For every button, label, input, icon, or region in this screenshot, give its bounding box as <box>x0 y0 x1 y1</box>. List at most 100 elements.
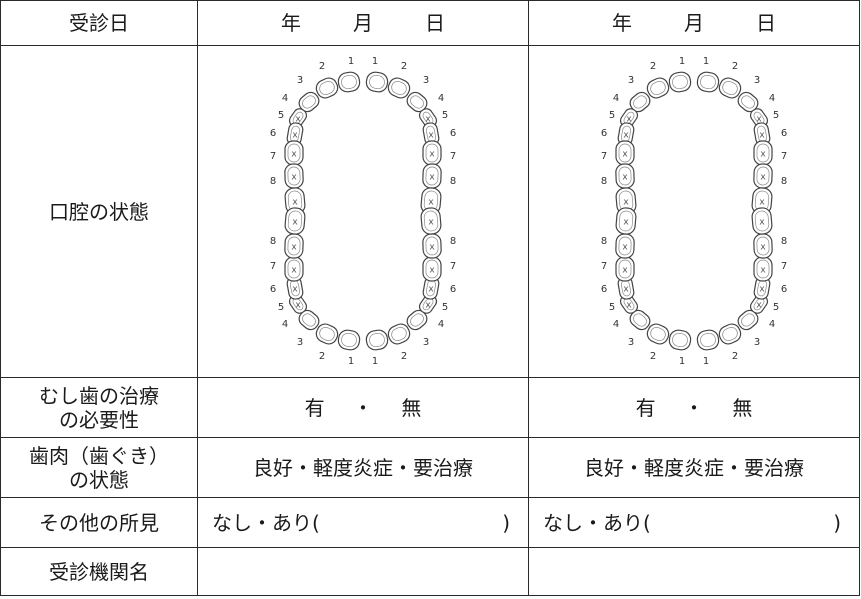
svg-text:x: x <box>622 149 628 159</box>
tooth-number-label: 4 <box>613 93 619 104</box>
option-yes[interactable]: 有 <box>635 395 656 420</box>
upper-right-tooth-6[interactable]: x <box>422 139 442 166</box>
upper-left-tooth-5[interactable]: x <box>286 121 304 146</box>
upper-left-tooth-3[interactable] <box>627 89 653 114</box>
upper-right-tooth-7[interactable]: x <box>753 162 773 189</box>
option-no[interactable]: 無 <box>732 395 753 420</box>
tooth-number-label: 6 <box>781 128 787 139</box>
upper-left-tooth-6[interactable]: x <box>284 139 304 166</box>
tooth-number-label: 8 <box>781 236 787 247</box>
svg-text:x: x <box>292 197 298 207</box>
lower-left-tooth-2[interactable] <box>314 321 341 346</box>
lower-left-tooth-3[interactable] <box>296 307 322 332</box>
tooth-number-label: 5 <box>609 302 615 313</box>
option-no[interactable]: 無 <box>401 395 422 420</box>
upper-left-tooth-2[interactable] <box>645 75 672 100</box>
lower-right-tooth-7[interactable]: x <box>422 232 442 259</box>
tooth-number-label: 6 <box>781 284 787 295</box>
lower-right-tooth-5[interactable]: x <box>753 275 771 300</box>
upper-left-tooth-7[interactable]: x <box>615 162 635 189</box>
lower-left-tooth-8[interactable]: x <box>615 206 637 235</box>
tooth-number-label: 2 <box>732 351 738 362</box>
institution-field-2[interactable] <box>528 547 860 596</box>
label-other-findings: その他の所見 <box>0 497 198 548</box>
lower-left-tooth-5[interactable]: x <box>286 275 304 300</box>
lower-left-tooth-8[interactable]: x <box>284 206 306 235</box>
visit-date-field-2[interactable]: 年月日 <box>528 0 860 46</box>
tooth-number-label: 4 <box>769 319 775 330</box>
lower-right-tooth-2[interactable] <box>386 321 413 346</box>
lower-right-tooth-1[interactable] <box>365 328 389 350</box>
lower-left-tooth-3[interactable] <box>627 307 653 332</box>
lower-right-tooth-3[interactable] <box>404 307 430 332</box>
upper-left-tooth-1[interactable] <box>337 70 361 92</box>
upper-right-tooth-1[interactable] <box>696 70 720 92</box>
row-gums: 歯肉（歯ぐき） の状態 良好・軽度炎症・要治療 良好・軽度炎症・要治療 <box>0 437 860 498</box>
upper-left-tooth-7[interactable]: x <box>284 162 304 189</box>
caries-choice-2[interactable]: 有 ・ 無 <box>528 377 860 438</box>
lower-left-tooth-2[interactable] <box>645 321 672 346</box>
tooth-number-label: 6 <box>270 284 276 295</box>
institution-field-1[interactable] <box>197 547 529 596</box>
upper-right-tooth-6[interactable]: x <box>753 139 773 166</box>
upper-right-tooth-3[interactable] <box>404 89 430 114</box>
upper-right-tooth-2[interactable] <box>717 75 744 100</box>
lower-right-tooth-2[interactable] <box>717 321 744 346</box>
upper-left-tooth-6[interactable]: x <box>615 139 635 166</box>
tooth-number-label: 3 <box>754 337 760 348</box>
tooth-number-label: 4 <box>282 93 288 104</box>
tooth-number-label: 3 <box>628 337 634 348</box>
upper-right-tooth-7[interactable]: x <box>422 162 442 189</box>
gum-choice-1[interactable]: 良好・軽度炎症・要治療 <box>197 437 529 498</box>
lower-right-tooth-3[interactable] <box>735 307 761 332</box>
upper-left-tooth-2[interactable] <box>314 75 341 100</box>
lower-left-tooth-7[interactable]: x <box>284 232 304 259</box>
other-findings-field-2[interactable]: なし・あり( ) <box>528 497 860 548</box>
option-yes[interactable]: 有 <box>304 395 325 420</box>
other-findings-field-1[interactable]: なし・あり( ) <box>197 497 529 548</box>
label-gums: 歯肉（歯ぐき） の状態 <box>0 437 198 498</box>
tooth-number-label: 1 <box>372 356 378 367</box>
tooth-number-label: 1 <box>679 356 685 367</box>
svg-text:x: x <box>425 300 431 310</box>
upper-left-tooth-8[interactable]: x <box>284 186 306 215</box>
lower-left-tooth-6[interactable]: x <box>615 255 635 282</box>
lower-right-tooth-6[interactable]: x <box>422 255 442 282</box>
upper-right-tooth-1[interactable] <box>365 70 389 92</box>
svg-text:x: x <box>291 149 297 159</box>
lower-right-tooth-8[interactable]: x <box>751 206 773 235</box>
upper-right-tooth-3[interactable] <box>735 89 761 114</box>
tooth-number-label: 6 <box>601 284 607 295</box>
upper-left-tooth-1[interactable] <box>668 70 692 92</box>
upper-right-tooth-2[interactable] <box>386 75 413 100</box>
tooth-number-label: 6 <box>450 128 456 139</box>
tooth-number-label: 2 <box>319 351 325 362</box>
lower-right-tooth-8[interactable]: x <box>420 206 442 235</box>
lower-right-tooth-7[interactable]: x <box>753 232 773 259</box>
gum-choice-2[interactable]: 良好・軽度炎症・要治療 <box>528 437 860 498</box>
tooth-number-label: 5 <box>442 110 448 121</box>
lower-right-tooth-1[interactable] <box>696 328 720 350</box>
lower-left-tooth-7[interactable]: x <box>615 232 635 259</box>
tooth-number-label: 8 <box>270 236 276 247</box>
tooth-number-label: 8 <box>601 236 607 247</box>
lower-left-tooth-1[interactable] <box>668 328 692 350</box>
tooth-number-label: 5 <box>278 302 284 313</box>
svg-text:x: x <box>756 114 762 124</box>
upper-left-tooth-3[interactable] <box>296 89 322 114</box>
lower-left-tooth-6[interactable]: x <box>284 255 304 282</box>
row-visit-date: 受診日 年月日 年月日 <box>0 0 860 46</box>
upper-right-tooth-5[interactable]: x <box>422 121 440 146</box>
lower-left-tooth-1[interactable] <box>337 328 361 350</box>
visit-date-field-1[interactable]: 年月日 <box>197 0 529 46</box>
tooth-number-label: 1 <box>372 56 378 67</box>
lower-right-tooth-6[interactable]: x <box>753 255 773 282</box>
tooth-number-label: 7 <box>270 151 276 162</box>
svg-text:x: x <box>292 130 298 140</box>
svg-text:x: x <box>760 172 766 182</box>
findings-text: なし・あり( <box>212 510 320 535</box>
caries-choice-1[interactable]: 有 ・ 無 <box>197 377 529 438</box>
svg-text:x: x <box>428 197 434 207</box>
